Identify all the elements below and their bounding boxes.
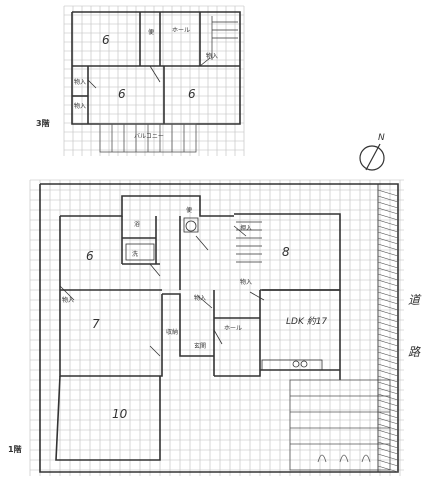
hatch-line [377, 285, 399, 293]
hatch-line [377, 195, 399, 203]
floor3-hall: ホール [172, 27, 191, 34]
boundary-hatch-lines [377, 189, 399, 473]
hatch-line [377, 321, 399, 329]
hatch-line [377, 297, 399, 305]
hatch-line [377, 375, 399, 383]
floor3-grid [63, 5, 245, 156]
floor1-storage-mid: 物入 [194, 295, 207, 302]
floor3-room-a: 6 [102, 33, 110, 47]
floor3-closet: 物入 [206, 53, 219, 60]
compass-letter: N [378, 133, 385, 143]
hatch-line [377, 201, 399, 209]
floor1-closet: 押入 [240, 225, 253, 232]
hatch-line [377, 417, 399, 425]
floor3-walls [71, 11, 241, 125]
floor1-room-8: 8 [282, 245, 290, 259]
floor3-label: 3階 [36, 119, 50, 128]
hatch-line [377, 219, 399, 227]
hatch-line [377, 207, 399, 215]
hatch-line [377, 189, 399, 197]
floor1-storage-kitchen: 収納 [166, 329, 179, 336]
floor3-room-b: 6 [118, 87, 126, 101]
road-char-1: 道 [408, 293, 421, 307]
hatch-line [377, 339, 399, 347]
hatch-line [377, 213, 399, 221]
hatch-line [377, 333, 399, 341]
floor1-bath: 浴 [134, 221, 141, 228]
floor1-hall: ホール [224, 325, 243, 332]
hatch-line [377, 399, 399, 407]
floor3-stair [211, 16, 238, 60]
hatch-line [377, 327, 399, 335]
hatch-line [377, 303, 399, 311]
hatch-line [377, 453, 399, 461]
floor3-balcony: バルコニー [134, 133, 164, 140]
hatch-line [377, 465, 399, 473]
floor3-storage-1: 物入 [74, 79, 87, 86]
floor1-room-7: 7 [92, 317, 100, 331]
floor3-wc: 便 [148, 29, 155, 36]
hatch-line [377, 291, 399, 299]
floor3-door-swings [87, 57, 211, 89]
floor1-ldk: LDK 約17 [286, 317, 328, 327]
hatch-line [377, 249, 399, 257]
floor1-grid [29, 179, 404, 476]
floor1-door-swings [59, 225, 265, 357]
hatch-line [377, 423, 399, 431]
hatch-line [377, 357, 399, 365]
floor3-storage-2: 物入 [74, 103, 87, 110]
hatch-line [377, 261, 399, 269]
hatch-line [377, 429, 399, 437]
floor3-room-c: 6 [188, 87, 196, 101]
hatch-line [377, 279, 399, 287]
floor1-wardrobe: 物入 [240, 279, 253, 286]
hatch-line [377, 315, 399, 323]
hatch-line [377, 369, 399, 377]
hatch-line [377, 435, 399, 443]
floor1-wc: 便 [186, 207, 193, 214]
floor1-wash: 洗 [132, 251, 139, 258]
hatch-line [377, 231, 399, 239]
floor1-entrance: 玄関 [194, 343, 207, 350]
hatch-line [377, 381, 399, 389]
hatch-line [377, 309, 399, 317]
hatch-line [377, 351, 399, 359]
floor3-balcony [99, 123, 197, 153]
road-char-2: 路 [408, 345, 421, 359]
floor1-stair [236, 221, 262, 263]
hatch-line [377, 237, 399, 245]
hatch-line [377, 411, 399, 419]
hatch-line [377, 363, 399, 371]
floor1-label: 1階 [8, 445, 22, 454]
hatch-line [377, 225, 399, 233]
hatch-line [377, 345, 399, 353]
hatch-line [377, 255, 399, 263]
compass [359, 143, 385, 171]
hatch-line [377, 459, 399, 467]
floor1-deck [289, 379, 391, 471]
hatch-line [377, 393, 399, 401]
hatch-line [377, 405, 399, 413]
floor1-room-6: 6 [86, 249, 94, 263]
hatch-line [377, 243, 399, 251]
hatch-line [377, 441, 399, 449]
hatch-line [377, 267, 399, 275]
floor1-storage-left: 物入 [62, 297, 75, 304]
floor1-room-10: 10 [112, 407, 128, 421]
hatch-line [377, 447, 399, 455]
hatch-line [377, 273, 399, 281]
hatch-line [377, 387, 399, 395]
floor1-fixtures [125, 217, 323, 371]
